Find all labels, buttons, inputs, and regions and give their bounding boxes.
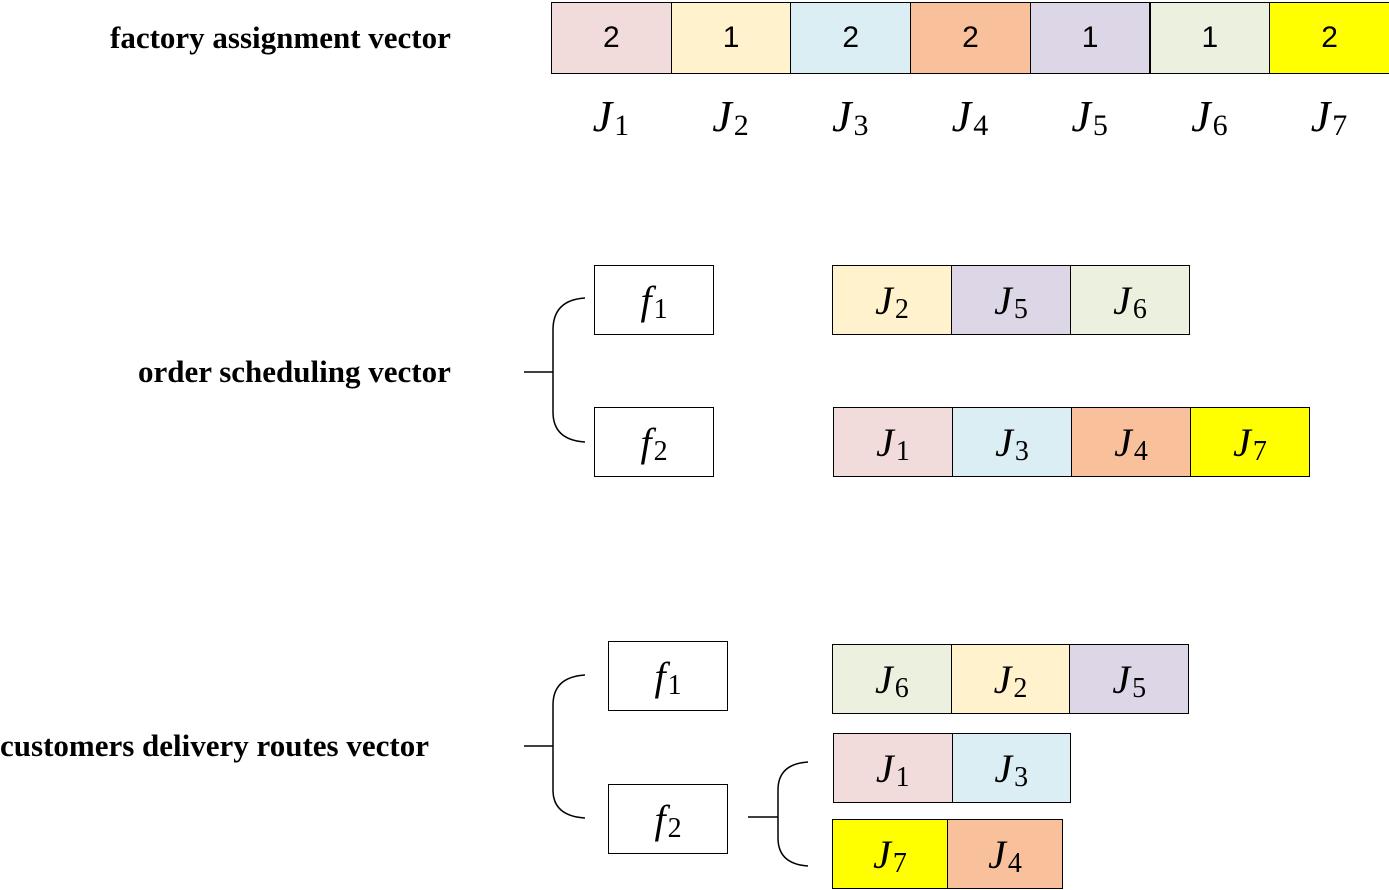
symbol-letter: J — [951, 91, 972, 141]
symbol-subscript: 2 — [667, 813, 682, 844]
symbol-subscript: 3 — [1014, 436, 1029, 467]
symbol-letter: J — [712, 91, 732, 141]
symbol-letter: J — [994, 745, 1013, 791]
assignment-cell: 1 — [1149, 2, 1271, 74]
symbol-subscript: 3 — [853, 109, 869, 142]
symbol-letter: J — [875, 745, 894, 791]
symbol-subscript: 1 — [653, 294, 668, 325]
symbol-subscript: 2 — [653, 436, 668, 467]
symbol-letter: f — [654, 653, 666, 699]
symbol-letter: J — [1233, 419, 1251, 465]
symbol-letter: J — [874, 656, 893, 702]
symbol-letter: J — [876, 419, 894, 465]
symbol-subscript: 5 — [1132, 673, 1147, 704]
symbol-letter: J — [875, 277, 893, 323]
assignment-cell: 2 — [551, 2, 672, 74]
symbol-letter: J — [1310, 91, 1331, 141]
assignment-cell: 1 — [1029, 2, 1151, 74]
symbol-subscript: 4 — [973, 109, 989, 142]
symbol-letter: f — [654, 796, 666, 842]
symbol-letter: J — [1112, 656, 1131, 702]
symbol-subscript: 1 — [667, 670, 682, 701]
symbol-subscript: 6 — [1212, 109, 1228, 142]
symbol-subscript: 1 — [614, 109, 630, 142]
symbol-subscript: 7 — [1252, 436, 1267, 467]
assignment-cell: 1 — [670, 2, 792, 74]
symbol-subscript: 4 — [1133, 436, 1148, 467]
symbol-letter: J — [1071, 91, 1091, 141]
symbol-letter: J — [831, 91, 852, 141]
order-bracket — [524, 297, 586, 443]
assignment-cell: 2 — [910, 2, 1031, 74]
assignment-cell: 2 — [790, 2, 912, 74]
symbol-letter: J — [994, 277, 1012, 323]
symbol-subscript: 5 — [1092, 109, 1108, 142]
symbol-subscript: 2 — [894, 294, 909, 325]
factory-assignment-label: factory assignment vector — [110, 20, 451, 55]
symbol-letter: f — [640, 419, 652, 465]
symbol-letter: J — [592, 91, 613, 141]
symbol-subscript: 5 — [1013, 294, 1028, 325]
symbol-letter: f — [640, 277, 652, 323]
symbol-subscript: 4 — [1007, 848, 1022, 879]
symbol-letter: J — [873, 831, 891, 877]
symbol-subscript: 2 — [733, 109, 749, 142]
order-scheduling-label: order scheduling vector — [138, 354, 451, 389]
symbol-letter: J — [1113, 277, 1131, 323]
symbol-subscript: 1 — [895, 436, 910, 467]
assignment-cell: 2 — [1269, 2, 1389, 74]
symbol-letter: J — [993, 656, 1012, 702]
symbol-subscript: 6 — [1132, 294, 1147, 325]
symbol-subscript: 6 — [894, 673, 909, 704]
symbol-letter: J — [995, 419, 1013, 465]
symbol-subscript: 2 — [1013, 673, 1028, 704]
symbol-subscript: 7 — [1332, 109, 1348, 142]
delivery-routes-label: customers delivery routes vector — [0, 728, 429, 763]
symbol-subscript: 7 — [892, 848, 907, 879]
symbol-letter: J — [988, 831, 1006, 877]
symbol-letter: J — [1114, 419, 1132, 465]
delivery-bracket — [524, 674, 586, 819]
symbol-letter: J — [1191, 91, 1211, 141]
symbol-subscript: 1 — [895, 762, 910, 793]
f2-routes-bracket — [748, 761, 809, 867]
symbol-subscript: 3 — [1014, 762, 1029, 793]
